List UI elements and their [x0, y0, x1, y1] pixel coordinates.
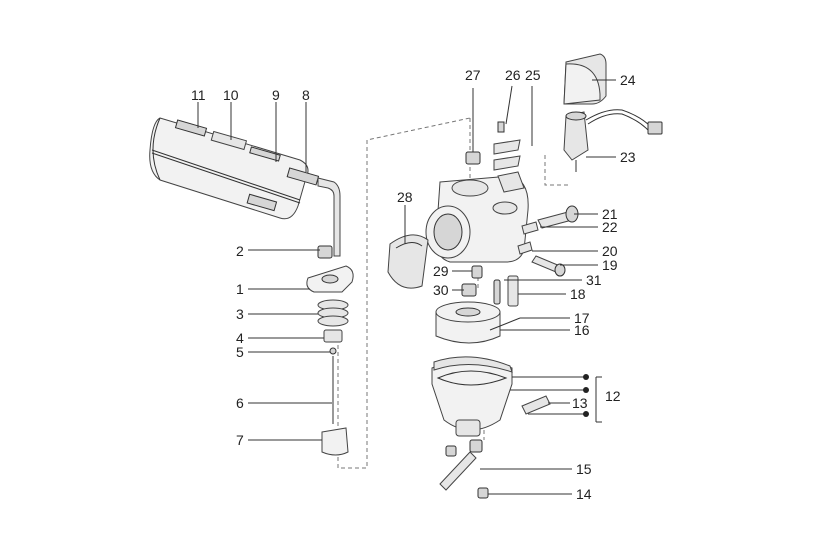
callout-6: 6 — [236, 395, 244, 411]
callout-16: 16 — [574, 322, 590, 338]
callout-31: 31 — [586, 272, 602, 288]
carburetor-body — [425, 121, 529, 263]
callout-21: 21 — [602, 206, 618, 222]
callout-26: 26 — [505, 67, 521, 83]
bowl-set-dots — [583, 374, 589, 417]
callout-5: 5 — [236, 344, 244, 360]
callout-23: 23 — [620, 149, 636, 165]
callout-8: 8 — [302, 87, 310, 103]
callout-25: 25 — [525, 67, 541, 83]
callout-4: 4 — [236, 330, 244, 346]
callout-19: 19 — [602, 257, 618, 273]
callout-17: 17 — [574, 310, 590, 326]
callout-14: 14 — [576, 486, 592, 502]
callout-30: 30 — [433, 282, 449, 298]
callout-1: 1 — [236, 281, 244, 297]
callout-9: 9 — [272, 87, 280, 103]
callout-12: 12 — [605, 388, 621, 404]
callout-28: 28 — [397, 189, 413, 205]
callout-3: 3 — [236, 306, 244, 322]
drain-parts — [439, 439, 489, 499]
callout-29: 29 — [433, 263, 449, 279]
adjusting-screws — [461, 205, 579, 307]
callout-13: 13 — [572, 395, 588, 411]
callout-22: 22 — [602, 219, 618, 235]
callout-11: 11 — [191, 87, 206, 103]
choke-assembly — [563, 53, 663, 172]
callout-18: 18 — [570, 286, 586, 302]
callout-24: 24 — [620, 72, 636, 88]
leader-lines — [197, 79, 616, 495]
callout-15: 15 — [576, 461, 592, 477]
callout-10: 10 — [223, 87, 239, 103]
callout-20: 20 — [602, 243, 618, 259]
float-bowl — [431, 356, 551, 437]
callout-7: 7 — [236, 432, 244, 448]
gasket-ring — [387, 234, 429, 289]
float-part — [435, 301, 521, 344]
callout-2: 2 — [236, 243, 244, 259]
throttle-cable-group — [149, 117, 341, 257]
callout-27: 27 — [465, 67, 481, 83]
slide-needle-stack — [306, 245, 354, 456]
